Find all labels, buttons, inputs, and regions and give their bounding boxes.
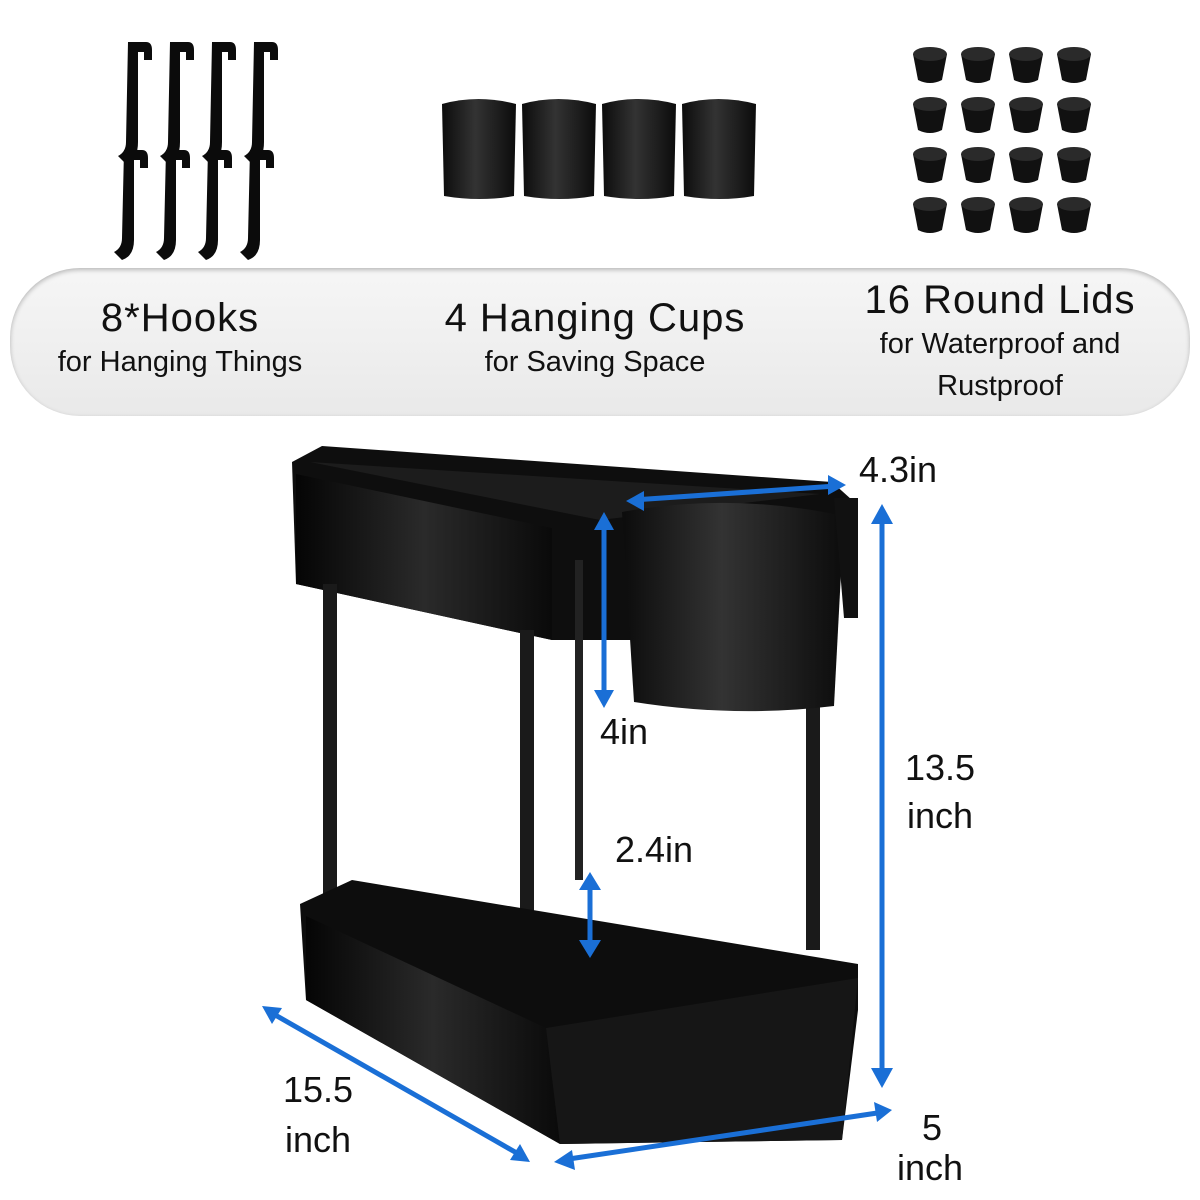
lid-icon	[1057, 147, 1091, 183]
lid-icon	[961, 147, 995, 183]
lid-icon	[913, 97, 947, 133]
width-value: 5	[921, 1107, 943, 1148]
cup-height-label: 4in	[599, 711, 649, 752]
total-height-unit: inch	[906, 795, 974, 836]
rack-icon	[292, 446, 858, 1144]
hooks-title: 8*Hooks	[100, 296, 260, 340]
length-arrow	[268, 1009, 524, 1159]
cup-icon	[602, 99, 676, 199]
lid-icon	[961, 197, 995, 233]
lids-group	[913, 47, 1091, 233]
hook-icon	[198, 150, 232, 260]
length-value: 15.5	[282, 1069, 354, 1110]
width-arrow	[561, 1109, 885, 1163]
lid-icon	[961, 97, 995, 133]
hook-icon	[118, 42, 152, 164]
lid-icon	[1009, 147, 1043, 183]
width-unit: inch	[896, 1147, 964, 1188]
hook-icon	[114, 150, 148, 260]
cups-subtitle: for Saving Space	[484, 346, 706, 378]
length-unit: inch	[284, 1119, 352, 1160]
lid-icon	[1009, 97, 1043, 133]
hooks-group	[114, 42, 278, 260]
hook-icon	[160, 42, 194, 164]
lid-icon	[1009, 47, 1043, 83]
lid-icon	[961, 47, 995, 83]
hook-icon	[244, 42, 278, 164]
lids-subtitle-line2: Rustproof	[937, 370, 1063, 402]
cup-icon	[442, 99, 516, 199]
lid-icon	[913, 47, 947, 83]
hook-icon	[156, 150, 190, 260]
feature-banner	[10, 268, 1190, 416]
cup-icon	[682, 99, 756, 199]
cups-group	[442, 99, 756, 199]
lid-icon	[1057, 97, 1091, 133]
lids-title: 16 Round Lids	[864, 278, 1136, 322]
hooks-subtitle: for Hanging Things	[57, 346, 303, 378]
cup-width-arrow	[633, 483, 837, 503]
lids-subtitle-line1: for Waterproof and	[879, 328, 1121, 360]
cups-title: 4 Hanging Cups	[444, 296, 746, 340]
lid-icon	[913, 147, 947, 183]
lid-icon	[1057, 47, 1091, 83]
cup-width-label: 4.3in	[858, 449, 938, 490]
lid-icon	[1009, 197, 1043, 233]
dimension-arrows	[262, 475, 893, 1170]
total-height-value: 13.5	[904, 747, 976, 788]
lid-icon	[1057, 197, 1091, 233]
base-height-label: 2.4in	[614, 829, 694, 870]
cup-icon	[522, 99, 596, 199]
hook-icon	[202, 42, 236, 164]
lid-icon	[913, 197, 947, 233]
hook-icon	[240, 150, 274, 260]
